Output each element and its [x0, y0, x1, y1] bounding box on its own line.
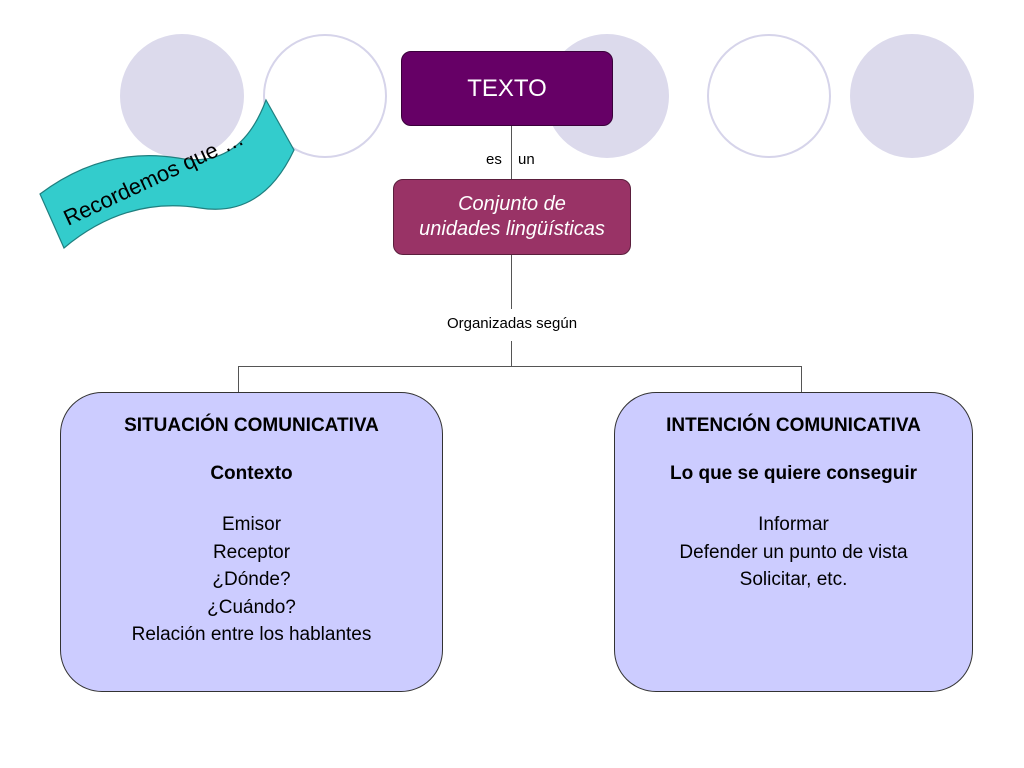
connector-word-un: un: [518, 151, 535, 168]
list-item: Receptor: [212, 541, 291, 563]
box-subtitle: Lo que se quiere conseguir: [669, 463, 918, 484]
connector-line: [238, 366, 239, 393]
connector-label-organizadas: Organizadas según: [412, 315, 612, 332]
connector-line: [511, 255, 512, 309]
decor-circle: [707, 34, 831, 158]
list-item: Relación entre los hablantes: [131, 624, 372, 645]
list-item: Informar: [758, 514, 829, 535]
box-title: SITUACIÓN COMUNICATIVA: [124, 415, 379, 436]
connector-word-es: es: [486, 151, 502, 168]
node-texto: TEXTO: [401, 51, 613, 126]
box-subtitle: Contexto: [210, 463, 293, 484]
decor-circle: [120, 34, 244, 158]
connector-line: [511, 341, 512, 367]
connector-line: [511, 126, 512, 179]
list-item: Solicitar, etc.: [739, 569, 848, 590]
node-conjunto-line2: unidades lingüísticas: [419, 218, 605, 240]
box-title: INTENCIÓN COMUNICATIVA: [666, 415, 921, 436]
node-conjunto: Conjunto de unidades lingüísticas: [393, 179, 631, 255]
connector-label-text: Organizadas según: [446, 315, 578, 332]
banner-ribbon: Recordemos que …: [39, 98, 295, 249]
connector-line: [801, 366, 802, 393]
list-item: Emisor: [221, 514, 282, 535]
list-item: Defender un punto de vista: [679, 541, 908, 563]
list-item: ¿Dónde?: [212, 569, 291, 590]
node-conjunto-line1: Conjunto de: [458, 193, 566, 215]
node-texto-label: TEXTO: [467, 74, 547, 102]
connector-line: [238, 366, 802, 367]
box-intencion-comunicativa: INTENCIÓN COMUNICATIVA Lo que se quiere …: [614, 392, 973, 692]
decor-circle: [850, 34, 974, 158]
box-situacion-comunicativa: SITUACIÓN COMUNICATIVA Contexto Emisor R…: [60, 392, 443, 692]
box-items: Informar Defender un punto de vista Soli…: [615, 511, 972, 594]
box-items: Emisor Receptor ¿Dónde? ¿Cuándo? Relació…: [61, 511, 442, 649]
list-item: ¿Cuándo?: [207, 596, 296, 618]
